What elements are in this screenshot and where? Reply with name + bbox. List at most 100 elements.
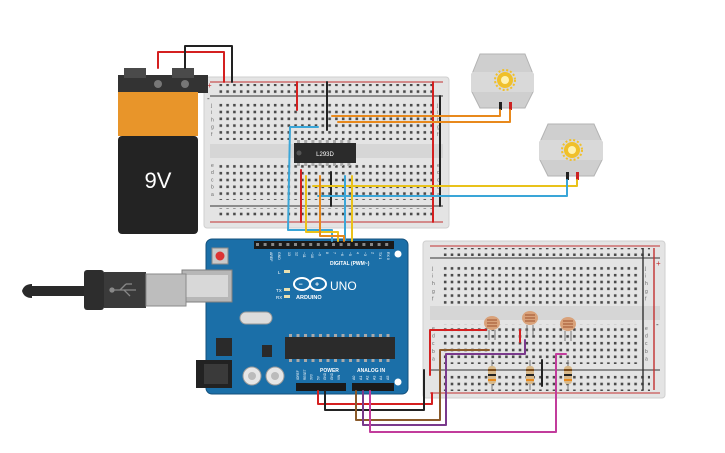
row-letter: b xyxy=(432,349,435,355)
chip-pin xyxy=(304,163,308,166)
chip-pin xyxy=(297,140,300,143)
analog-pin-label: A1 xyxy=(359,376,363,380)
header-pin[interactable] xyxy=(286,243,290,246)
chip-pin xyxy=(371,334,375,337)
chip-pin xyxy=(371,359,375,362)
digital-pin-label: 7 xyxy=(333,252,337,254)
power-header xyxy=(296,383,346,391)
chip-pin xyxy=(347,140,351,143)
chip-pin xyxy=(319,334,322,337)
header-pin[interactable] xyxy=(385,243,389,246)
chip-pin xyxy=(340,163,344,166)
chip-pin xyxy=(356,359,360,362)
row-letter: c xyxy=(432,341,435,347)
row-letter: h xyxy=(645,281,648,287)
mounting-hole xyxy=(394,378,402,386)
chip-pin xyxy=(296,359,300,362)
row-letter: a xyxy=(437,192,440,198)
chip-pin xyxy=(349,359,352,362)
chip-pin xyxy=(319,359,322,362)
digital-pin-label: ~5 xyxy=(348,252,352,256)
digital-pin-label: 4 xyxy=(355,252,359,254)
photoresistor xyxy=(560,317,576,341)
chip-pin xyxy=(340,140,344,143)
reset-button-cap[interactable] xyxy=(215,251,225,261)
digital-pin-label: ~11 xyxy=(302,252,306,258)
chip-pin xyxy=(326,359,330,362)
chip-pin xyxy=(296,334,300,337)
digital-pin-label: ~10 xyxy=(310,252,314,258)
digital-pin-label: 8 xyxy=(325,252,329,254)
header-pin[interactable] xyxy=(377,243,381,246)
chip-pin xyxy=(325,163,329,166)
chip-pin xyxy=(334,334,337,337)
power-pin-label: GND xyxy=(330,372,334,380)
header-pin[interactable] xyxy=(370,243,373,246)
header-pin[interactable] xyxy=(362,243,366,246)
power-pin-label: 5V xyxy=(316,375,320,380)
rail-minus-symbol: - xyxy=(207,94,210,103)
arduino-logo: − + xyxy=(293,277,327,291)
wire-battery-positive xyxy=(157,51,225,83)
chip-pin xyxy=(325,140,329,143)
chip-pin xyxy=(386,334,390,337)
header-pin[interactable] xyxy=(256,243,259,246)
small-chip xyxy=(262,345,272,357)
chip-pin xyxy=(379,334,382,337)
chip-pin xyxy=(304,334,307,337)
atmega-microcontroller xyxy=(285,337,395,359)
digital-pin-label: RX 0 xyxy=(386,252,390,260)
row-letter: i xyxy=(432,274,433,280)
chip-pin xyxy=(341,359,345,362)
row-letter: h xyxy=(432,281,435,287)
chip-pin xyxy=(311,140,315,143)
row-letter: g xyxy=(437,125,440,131)
wire-control-blue-1 xyxy=(287,126,333,242)
power-pin-label: VIN xyxy=(337,374,341,380)
chip-pin xyxy=(379,359,382,362)
header-pin[interactable] xyxy=(332,243,335,246)
row-letter: b xyxy=(437,185,440,191)
row-letter: i xyxy=(211,110,212,116)
row-letter: g xyxy=(432,289,435,295)
wire-a1 xyxy=(362,339,526,426)
battery-9v: 9V xyxy=(118,68,208,234)
header-pin[interactable] xyxy=(271,243,275,246)
row-letter: g xyxy=(211,125,214,131)
header-pin[interactable] xyxy=(316,243,320,246)
row-letter: g xyxy=(645,289,648,295)
led-l xyxy=(284,270,290,273)
chip-pin xyxy=(356,334,360,337)
l293d-driver-chip: L293D xyxy=(294,140,356,166)
header-pin[interactable] xyxy=(294,243,297,246)
row-letter: d xyxy=(437,170,440,176)
svg-text:−: − xyxy=(299,282,303,289)
header-pin[interactable] xyxy=(354,243,358,246)
usb-icon xyxy=(109,283,136,297)
chip-pin xyxy=(349,334,352,337)
led-tx-label: TX xyxy=(276,288,282,293)
chip-pin xyxy=(289,359,292,362)
digital-pin-label: TX 1 xyxy=(378,252,382,259)
header-pin[interactable] xyxy=(263,243,267,246)
wires xyxy=(157,45,578,433)
wire-a0 xyxy=(355,349,490,421)
header-pin[interactable] xyxy=(339,243,343,246)
led-rx-label: RX xyxy=(276,295,282,300)
row-letter: d xyxy=(645,334,648,340)
analog-header-label: ANALOG IN xyxy=(357,368,385,374)
header-pin[interactable] xyxy=(309,243,313,246)
chip-pin xyxy=(364,359,367,362)
photoresistor xyxy=(522,311,538,335)
digital-pin-label: ~9 xyxy=(317,252,321,256)
wire-5v-to-rail xyxy=(317,390,433,405)
header-pin[interactable] xyxy=(301,243,305,246)
chip-pin xyxy=(318,140,322,143)
header-pin[interactable] xyxy=(324,243,328,246)
wire-ldr-power xyxy=(429,329,487,376)
row-letter: c xyxy=(437,177,440,183)
header-pin[interactable] xyxy=(278,243,282,246)
analog-pin-label: A0 xyxy=(352,376,356,380)
header-pin[interactable] xyxy=(347,243,351,246)
